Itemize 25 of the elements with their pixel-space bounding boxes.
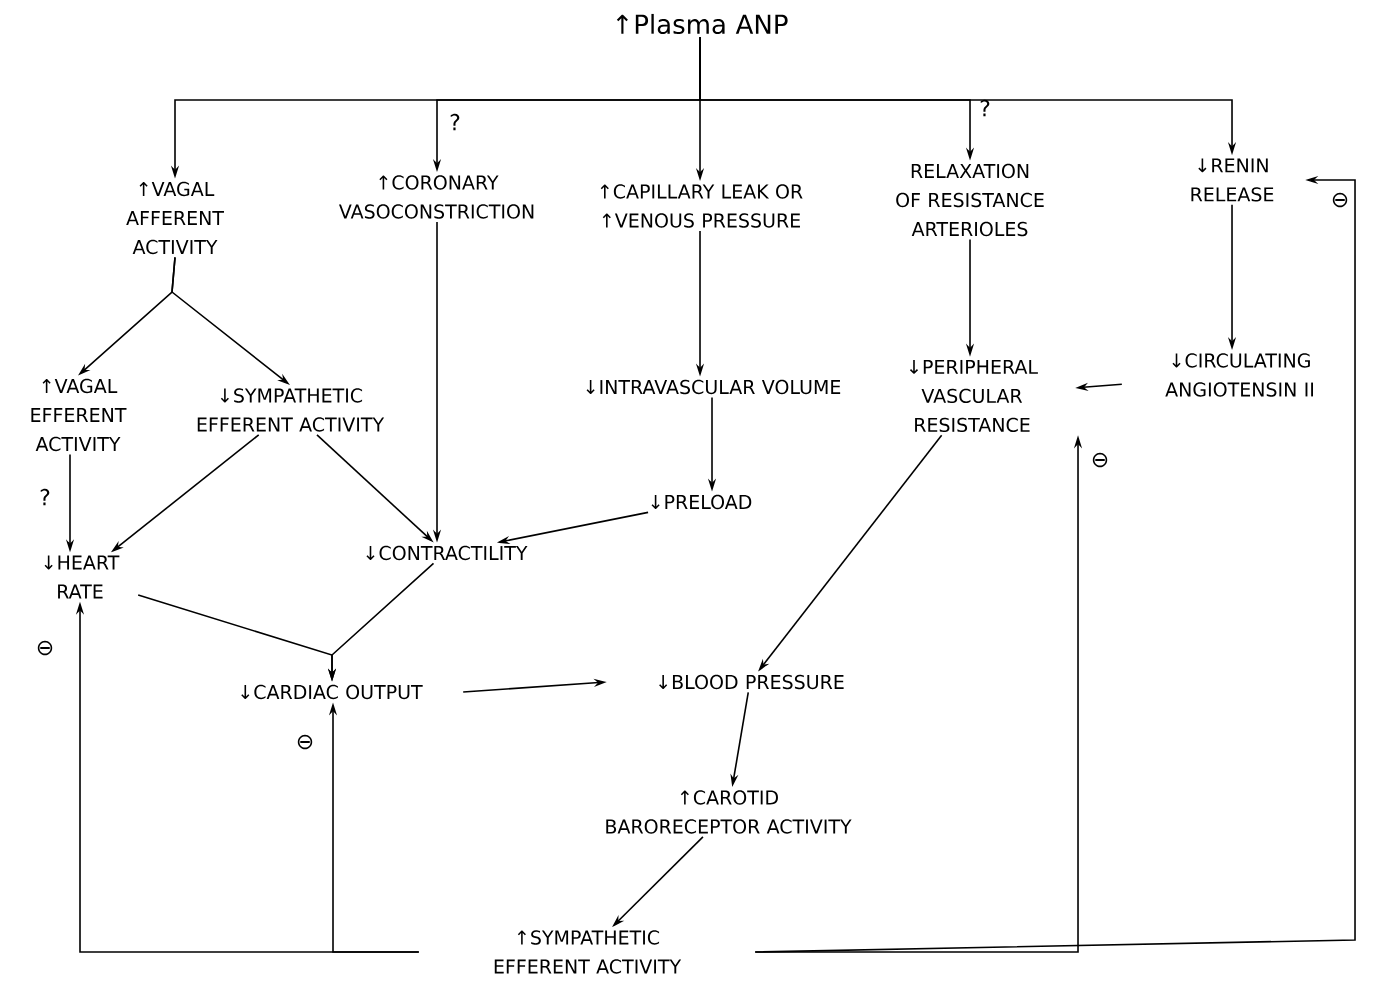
flow-text: ↑VAGAL EFFERENT ACTIVITY [31,378,127,452]
edge-label: ⊖ [1332,192,1348,208]
flow-text: ↓CONTRACTILITY [366,545,528,561]
flow-text: ↓CIRCULATING ANGIOTENSIN II [1165,353,1313,397]
flow-text: ↓SYMPATHETIC EFFERENT ACTIVITY [197,388,385,432]
heading-text: ↑Plasma ANP [616,13,788,35]
flow-text: ↑CAPILLARY LEAK OR ↑VENOUS PRESSURE [600,184,803,228]
flow-text: ↓INTRAVASCULAR VOLUME [586,379,841,395]
flow-text: ↓PRELOAD [651,494,752,510]
edge-label: ⊖ [1092,452,1108,468]
flow-text: ↓CARDIAC OUTPUT [241,684,423,700]
flow-text: ↓RENIN RELEASE [1191,158,1274,202]
flow-text: ↑CORONARY VASOCONSTRICTION [338,175,534,219]
edge-label: ? [40,488,50,506]
edge-label: ? [450,113,460,131]
flow-text: ↓BLOOD PRESSURE [659,674,844,690]
flow-text: ↑VAGAL AFFERENT ACTIVITY [126,181,224,255]
flow-text: ↓PERIPHERAL VASCULAR RESISTANCE [909,359,1038,433]
flow-text: RELAXATION OF RESISTANCE ARTERIOLES [896,163,1044,237]
flow-text: ↑SYMPATHETIC EFFERENT ACTIVITY [494,930,682,974]
flow-text: ↑CAROTID BARORECEPTOR ACTIVITY [606,790,852,834]
edge-label: ? [980,99,990,117]
edge-label: ⊖ [37,640,53,656]
edge-label: ⊖ [297,734,313,750]
flow-text: ↓HEART RATE [44,555,120,599]
